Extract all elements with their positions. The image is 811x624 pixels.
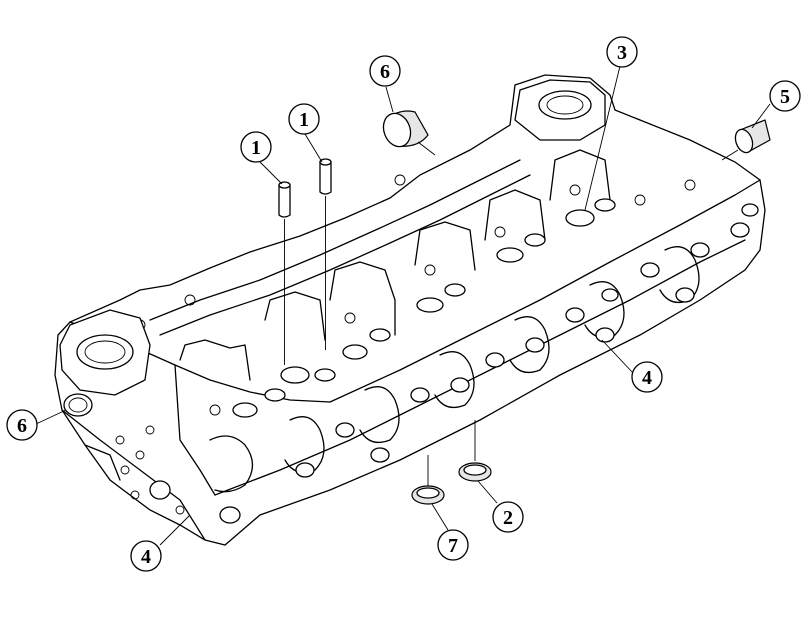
callout-2: 2 xyxy=(492,501,524,533)
port-face xyxy=(115,203,759,524)
callout-4-left-label: 4 xyxy=(141,546,151,568)
expansion-plug-right xyxy=(734,119,771,154)
callout-4-left: 4 xyxy=(130,540,162,572)
callout-1-right: 1 xyxy=(288,103,320,135)
dowel-pin-right xyxy=(319,158,332,195)
callout-4-right-label: 4 xyxy=(642,367,652,389)
callout-5: 5 xyxy=(769,80,801,112)
callout-3: 3 xyxy=(606,36,638,68)
callout-7: 7 xyxy=(437,529,469,561)
callout-6-left: 6 xyxy=(6,409,38,441)
seal-ring-2 xyxy=(458,462,492,482)
callout-2-label: 2 xyxy=(503,507,513,529)
top-deck-details xyxy=(134,149,696,418)
seal-ring-7 xyxy=(411,485,445,505)
dowel-pin-left xyxy=(278,181,291,218)
thermostat-housing xyxy=(514,79,606,141)
callout-5-label: 5 xyxy=(780,86,790,108)
callout-4-right: 4 xyxy=(631,361,663,393)
callout-1-left-label: 1 xyxy=(251,137,261,159)
front-water-housing xyxy=(59,309,151,417)
callout-3-label: 3 xyxy=(617,42,627,64)
callout-6-top-label: 6 xyxy=(380,61,390,83)
callout-7-label: 7 xyxy=(448,535,458,557)
expansion-plug-top xyxy=(382,110,429,148)
callout-6-top: 6 xyxy=(369,55,401,87)
callout-1-right-label: 1 xyxy=(299,109,309,131)
callout-6-left-label: 6 xyxy=(17,415,27,437)
callout-1-left: 1 xyxy=(240,131,272,163)
leader-lines xyxy=(35,65,771,546)
